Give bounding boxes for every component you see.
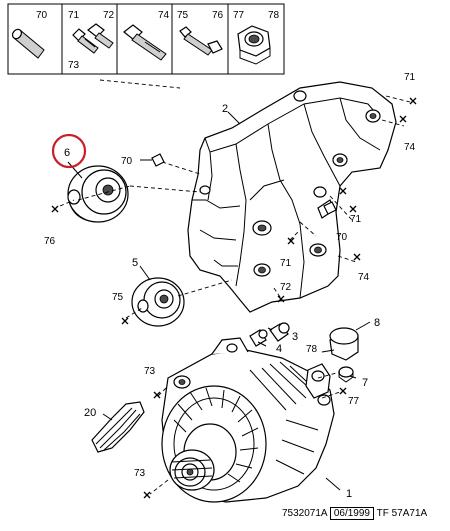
- idler-pulley: [67, 165, 129, 223]
- label-76: 76: [44, 236, 56, 247]
- label-leaders: [67, 111, 371, 491]
- bolt-long-icon: [123, 24, 167, 61]
- label-78: 78: [306, 344, 318, 355]
- label-1: 1: [346, 488, 352, 500]
- header-label-70: 70: [36, 10, 48, 21]
- label-6: 6: [64, 147, 70, 159]
- highlight-circle: [51, 133, 87, 169]
- label-73-top: 73: [144, 366, 156, 377]
- label-71-low: 71: [280, 258, 292, 269]
- header-label-76: 76: [212, 10, 224, 21]
- footer-ref-number: 7532071A: [282, 508, 328, 519]
- nut-icon: [237, 25, 271, 65]
- terminal-nut: [338, 366, 354, 383]
- label-71-mid: 71: [350, 214, 362, 225]
- label-4: 4: [276, 343, 282, 355]
- label-7: 7: [362, 377, 368, 389]
- header-label-73: 73: [68, 60, 80, 71]
- footer-reference: 7532071A 06/1999 TF 57A71A: [282, 507, 428, 520]
- label-5: 5: [132, 257, 138, 269]
- fastener-markers: [51, 97, 417, 499]
- footer-code: TF 57A71A: [376, 508, 428, 519]
- mounting-bracket: [187, 81, 397, 313]
- drive-belt: [91, 401, 145, 453]
- alternator: [161, 337, 335, 503]
- label-3: 3: [292, 331, 298, 343]
- header-label-71: 71: [68, 10, 80, 21]
- label-8: 8: [374, 317, 380, 329]
- header-label-77: 77: [233, 10, 245, 21]
- tensioner-pulley: [131, 277, 185, 327]
- label-74-top: 74: [404, 142, 416, 153]
- hardware-legend-box: 70 71 72 73 74 75 76 77 78: [7, 3, 285, 75]
- header-label-75: 75: [177, 10, 189, 21]
- label-70-right: 70: [336, 232, 348, 243]
- header-label-74: 74: [158, 10, 170, 21]
- label-70-left: 70: [121, 156, 133, 167]
- label-74-right: 74: [358, 272, 370, 283]
- terminal-cap: [329, 327, 359, 361]
- footer-date: 06/1999: [329, 507, 374, 520]
- label-71-top: 71: [404, 72, 416, 83]
- bolt-short-icon: [72, 28, 99, 54]
- pin-part-right: [323, 201, 337, 215]
- label-75: 75: [112, 292, 124, 303]
- header-label-78: 78: [268, 10, 280, 21]
- bushing: [249, 329, 268, 347]
- pin-icon: [11, 28, 45, 59]
- label-77: 77: [348, 396, 360, 407]
- assembly-lines: [59, 79, 411, 495]
- spacer-sleeve: [269, 322, 290, 342]
- label-73-bottom: 73: [134, 468, 146, 479]
- bolt-icon: [87, 23, 114, 49]
- header-label-72: 72: [103, 10, 115, 21]
- label-2: 2: [222, 103, 228, 115]
- label-72: 72: [280, 282, 292, 293]
- screw-icon: [179, 26, 223, 56]
- pin-part: [151, 153, 165, 167]
- label-20: 20: [84, 407, 96, 419]
